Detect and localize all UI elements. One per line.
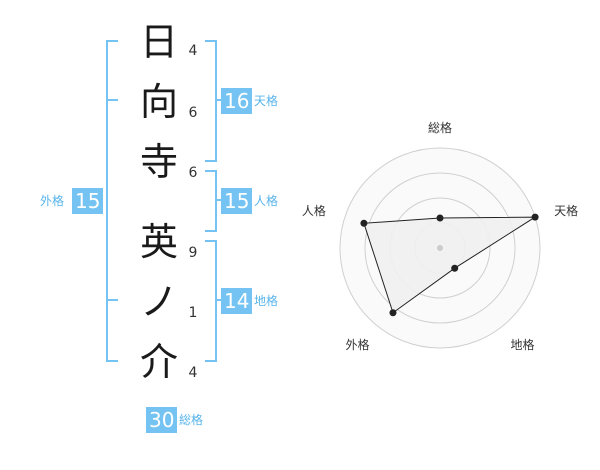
gaikaku-value: 15 bbox=[72, 188, 104, 214]
tenkaku-value: 16 bbox=[221, 88, 253, 114]
soukaku-value: 30 bbox=[146, 407, 178, 433]
radar-axis-label-5: 人格 bbox=[302, 203, 326, 218]
soukaku-label: 総格 bbox=[179, 413, 204, 427]
chikaku-label: 地格 bbox=[254, 294, 279, 308]
radar-axis-label-2: 天格 bbox=[554, 203, 578, 218]
stroke-count-1: 4 bbox=[188, 43, 198, 59]
radar-ring bbox=[364, 172, 516, 324]
radar-point-5 bbox=[360, 219, 368, 227]
radar-axis-label-1: 総格 bbox=[428, 120, 452, 135]
name-char-2: 向 bbox=[139, 80, 178, 124]
gaikaku-bracket bbox=[106, 40, 118, 362]
radar-polygon bbox=[363, 216, 537, 314]
stroke-count-6: 4 bbox=[188, 365, 198, 381]
stroke-count-5: 1 bbox=[188, 305, 198, 321]
chikaku-bracket bbox=[205, 240, 217, 362]
radar-point-2 bbox=[531, 213, 539, 221]
name-char-6: 介 bbox=[139, 340, 178, 384]
stroke-count-2: 6 bbox=[188, 105, 198, 121]
radar-point-3 bbox=[451, 264, 459, 272]
radar-axis-label-3: 地格 bbox=[511, 337, 535, 352]
jinkaku-connector bbox=[217, 199, 223, 201]
tenkaku-bracket bbox=[205, 40, 217, 162]
name-char-1: 日 bbox=[139, 20, 178, 64]
radar-point-1 bbox=[436, 214, 444, 222]
gaikaku-tick-top bbox=[106, 99, 118, 101]
radar-point-4 bbox=[389, 309, 397, 317]
stroke-count-3: 6 bbox=[188, 165, 198, 181]
name-char-5: ノ bbox=[139, 280, 178, 324]
chikaku-value: 14 bbox=[221, 288, 253, 314]
tenkaku-label: 天格 bbox=[254, 94, 279, 108]
name-char-3: 寺 bbox=[139, 140, 178, 184]
radar-axis-label-4: 外格 bbox=[345, 337, 369, 352]
tenkaku-connector bbox=[217, 99, 223, 101]
jinkaku-bracket bbox=[205, 170, 217, 232]
gaikaku-tick-bottom bbox=[106, 299, 118, 301]
name-char-4: 英 bbox=[139, 220, 178, 264]
chikaku-connector bbox=[217, 299, 223, 301]
gaikaku-label: 外格 bbox=[40, 194, 65, 208]
jinkaku-value: 15 bbox=[221, 188, 253, 214]
jinkaku-label: 人格 bbox=[254, 194, 279, 208]
radar-center-dot bbox=[437, 245, 443, 251]
stroke-count-4: 9 bbox=[188, 245, 198, 261]
